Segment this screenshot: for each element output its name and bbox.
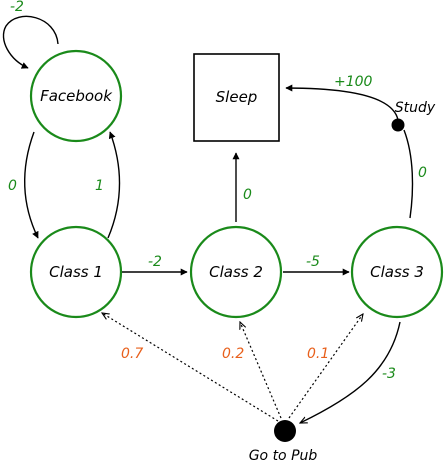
edge-facebook-to-class1 [23,131,39,239]
edge-pub-to-class1 [102,313,279,422]
edge-study-to-sleep [285,84,399,121]
edge-class3-to-pub [300,321,401,424]
edge-facebook-self [2,15,59,69]
action-study-label: Study [395,100,436,116]
reward-label-class2-to-sleep: 0 [243,187,252,203]
edge-pub-to-class3 [288,314,363,419]
probability-label-pub-to-class2: 0.2 [222,346,244,362]
state-class1-label: Class 1 [49,263,103,281]
reward-label-class1-to-facebook: 1 [95,178,104,194]
action-pub: Go to Pub [249,420,318,462]
state-class3: Class 3 [350,225,444,319]
state-class2: Class 2 [189,225,283,319]
action-pub-label: Go to Pub [249,448,318,462]
terminal-sleep: Sleep [193,53,280,142]
edge-class1-to-facebook [107,131,121,239]
terminal-sleep-label: Sleep [216,88,258,106]
reward-label-facebook-to-class1: 0 [8,178,17,194]
reward-label-class1-to-class2: -2 [148,254,162,270]
state-class2-label: Class 2 [209,263,263,281]
reward-label-class2-to-class3: -5 [306,254,320,270]
state-class1: Class 1 [29,225,123,319]
reward-label-class3-to-pub: -3 [382,366,396,382]
state-facebook-label: Facebook [40,87,113,105]
reward-label-facebook-self: -2 [10,0,24,15]
probability-label-pub-to-class3: 0.1 [307,346,329,362]
state-facebook: Facebook [29,49,123,143]
probability-label-pub-to-class1: 0.7 [121,346,143,362]
reward-label-class3-to-study: 0 [418,165,427,181]
reward-label-study-to-sleep: +100 [334,74,373,90]
state-class3-label: Class 3 [370,263,424,281]
action-study: Study [391,100,436,132]
edge-class3-to-study [403,129,414,219]
edge-pub-to-class2 [240,322,282,419]
